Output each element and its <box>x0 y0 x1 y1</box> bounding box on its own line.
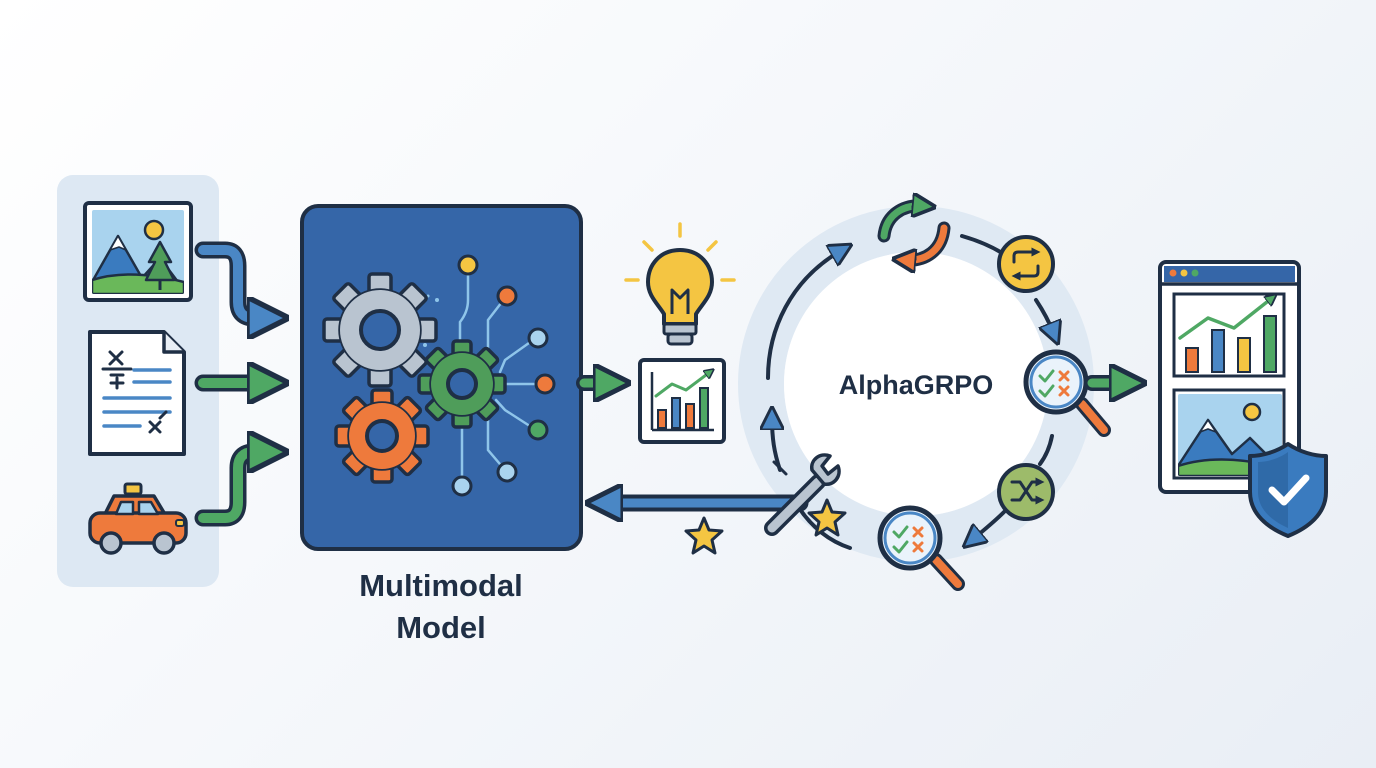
model-label-line1: Multimodal <box>359 568 523 603</box>
repeat-icon <box>997 235 1055 293</box>
refresh-icon <box>877 206 951 260</box>
input-panel <box>57 175 219 587</box>
landscape-image-icon <box>83 201 193 302</box>
gear-icon <box>334 388 430 484</box>
shuffle-icon <box>997 463 1055 521</box>
loop-label: AlphaGRPO <box>839 370 994 400</box>
math-document-icon <box>88 330 186 456</box>
wrench-icon <box>764 453 841 536</box>
gear-icon <box>322 272 438 388</box>
car-icon <box>88 482 188 555</box>
input-arrows <box>194 241 268 527</box>
magnifier-check-icon <box>877 505 965 591</box>
gear-icon <box>417 339 507 429</box>
star-icon <box>684 516 724 555</box>
multimodal-model-box <box>300 204 583 551</box>
shield-check-icon <box>1248 442 1328 538</box>
star-icon <box>807 498 847 537</box>
output-chart-card-icon <box>638 358 726 444</box>
network-icon <box>423 266 546 486</box>
lightbulb-icon <box>624 222 736 346</box>
browser-window-icon <box>1158 260 1301 494</box>
model-label-line2: Model <box>396 610 486 645</box>
